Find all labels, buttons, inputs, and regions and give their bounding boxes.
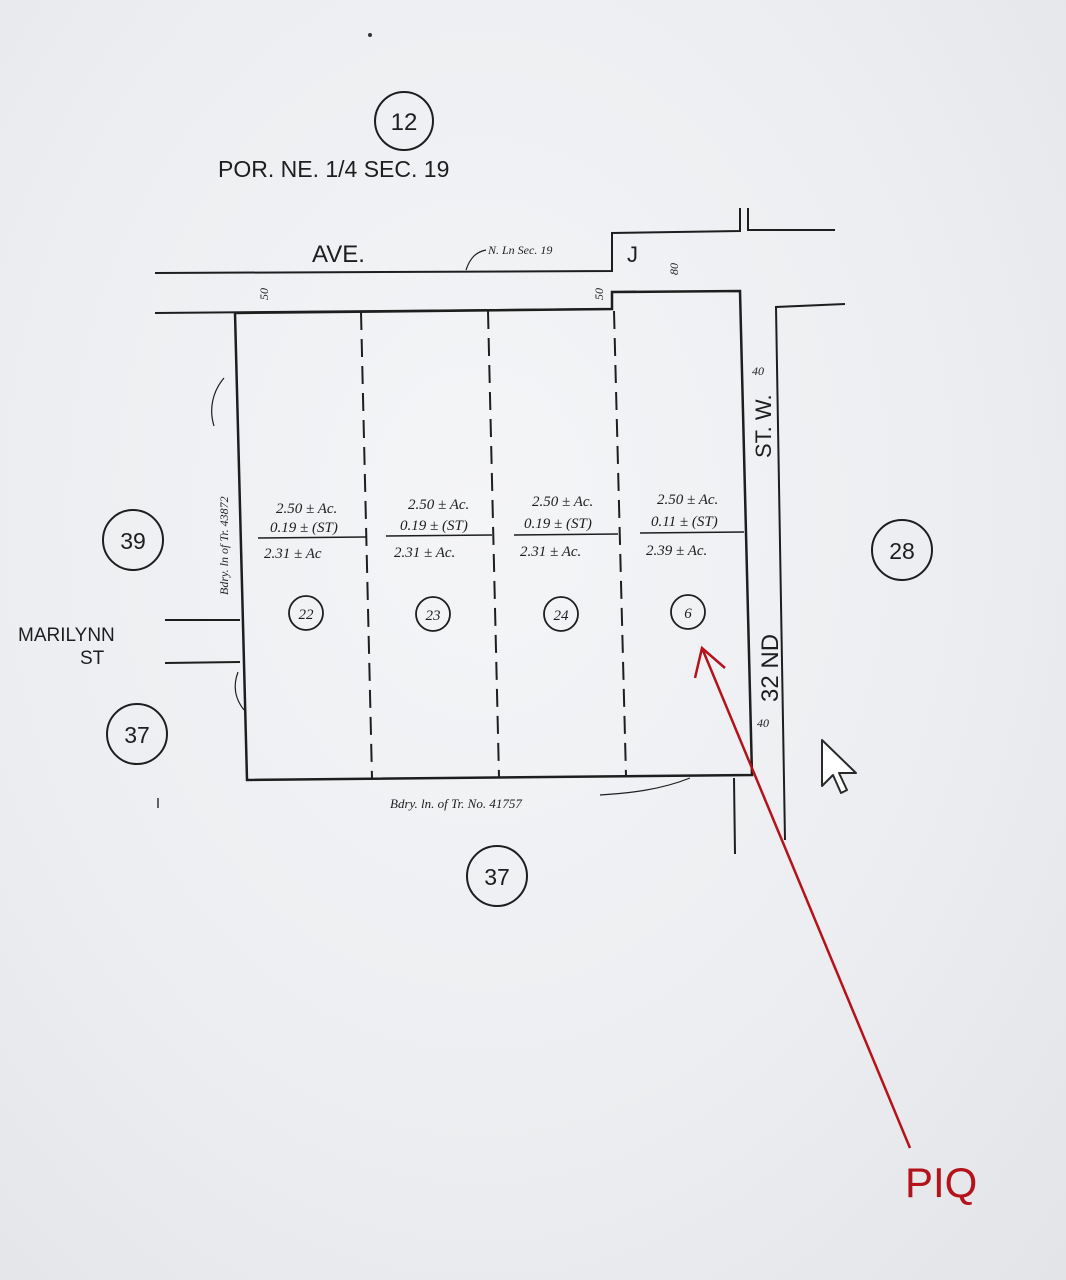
section-number: 12: [391, 109, 418, 136]
dim-st-bottom: 40: [757, 716, 769, 730]
adjacent-parcel-number: 37: [484, 864, 510, 890]
adjacent-parcel-number: 28: [889, 538, 915, 564]
marilynn-street-lines: [164, 619, 241, 664]
section-label: POR. NE. 1/4 SEC. 19: [218, 156, 449, 182]
piq-arrow: [693, 645, 912, 1149]
parcel-net-acreage: 2.31 ± Ac.: [520, 544, 581, 560]
section-line-leader: [465, 249, 487, 271]
parcel-24: 2.50 ± Ac. 0.19 ± (ST) 2.31 ± Ac. 24: [513, 494, 619, 632]
bottom-boundary-label: Bdry. ln. of Tr. No. 41757: [390, 796, 522, 811]
parcel-gross-acreage: 2.50 ± Ac.: [532, 494, 593, 510]
parcel-block-outline: [233, 289, 754, 782]
parcel-gross-acreage: 2.50 ± Ac.: [276, 501, 337, 517]
parcel-number: 6: [684, 606, 692, 622]
adjacent-parcel-number: 37: [124, 722, 150, 748]
parcel-gross-acreage: 2.50 ± Ac.: [408, 497, 469, 513]
parcel-net-acreage: 2.31 ± Ac: [264, 546, 322, 562]
piq-label: PIQ: [905, 1159, 977, 1206]
parcel-number: 23: [426, 608, 441, 624]
dim-st-top: 40: [752, 364, 764, 378]
32nd-street-lines: [733, 303, 846, 855]
st-w-label: ST. W.: [751, 394, 776, 458]
parcel-net-acreage: 2.39 ± Ac.: [646, 543, 707, 559]
marilynn-label-line2: ST: [80, 648, 105, 669]
bottom-boundary-leader: [599, 777, 691, 796]
mouse-pointer-icon: [821, 739, 857, 794]
dim-ave-right: 80: [667, 263, 681, 275]
ave-label: AVE.: [312, 241, 365, 268]
left-boundary-leader-lower: [234, 671, 245, 711]
left-boundary-label: Bdry. ln of Tr. 43872: [217, 496, 231, 595]
adjacent-parcel-37-west: 37: [106, 703, 168, 765]
parcel-street-acreage: 0.19 ± (ST): [524, 516, 592, 532]
parcel-22: 2.50 ± Ac. 0.19 ± (ST) 2.31 ± Ac 22: [257, 501, 367, 631]
ave-letter: J: [627, 242, 638, 267]
marilynn-label-line1: MARILYNN: [18, 625, 115, 646]
lot-dividers: [360, 310, 627, 779]
parcel-net-acreage: 2.31 ± Ac.: [394, 545, 455, 561]
dim-ave-left: 50: [257, 288, 271, 300]
parcel-23: 2.50 ± Ac. 0.19 ± (ST) 2.31 ± Ac. 23: [385, 497, 493, 632]
nd-label: 32 ND: [757, 634, 784, 702]
parcel-gross-acreage: 2.50 ± Ac.: [657, 492, 718, 508]
adjacent-parcel-37-south: 37: [466, 845, 528, 907]
section-number-circle: [374, 91, 434, 151]
adjacent-parcel-number: 39: [120, 528, 146, 554]
parcel-street-acreage: 0.19 ± (ST): [270, 520, 338, 536]
parcel-street-acreage: 0.11 ± (ST): [651, 514, 718, 530]
print-speck: [368, 33, 372, 37]
parcel-number: 24: [554, 608, 570, 624]
parcel-6: 2.50 ± Ac. 0.11 ± (ST) 2.39 ± Ac. 6: [639, 492, 745, 630]
parcel-number: 22: [299, 607, 315, 623]
adjacent-parcel-39: 39: [102, 509, 164, 571]
section-line-label: N. Ln Sec. 19: [487, 243, 552, 257]
dim-ave-mid: 50: [592, 288, 606, 300]
adjacent-parcel-28: 28: [871, 519, 933, 581]
left-boundary-leader: [211, 377, 225, 427]
parcel-street-acreage: 0.19 ± (ST): [400, 518, 468, 534]
